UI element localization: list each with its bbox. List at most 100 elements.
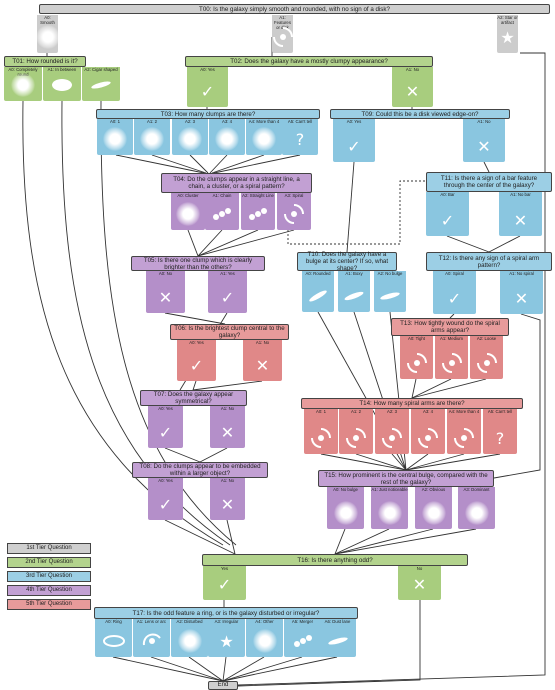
answer-t11-a0[interactable]: A0: Bar✓ xyxy=(426,192,469,236)
answer-t10-a2[interactable]: A2: No bulge xyxy=(374,271,406,312)
answer-t10-a0[interactable]: A0: Rounded xyxy=(302,271,334,312)
answer-t16-a0[interactable]: Yes✓ xyxy=(203,566,246,600)
answer-t09-a0[interactable]: A0: Yes✓ xyxy=(333,119,375,162)
answer-t08-a0[interactable]: A0: Yes✓ xyxy=(148,478,183,520)
cross-icon: ✕ xyxy=(220,423,235,442)
answer-label: No xyxy=(416,566,423,571)
answer-t17-a1[interactable]: A1: Lens or arc xyxy=(133,619,170,657)
answer-t00-a1[interactable]: A1: Features or disk xyxy=(272,15,293,53)
answer-label: A2: Disturbed xyxy=(176,619,203,624)
spiral-arm-icon xyxy=(452,426,476,450)
answer-label: A0: No xyxy=(158,271,173,276)
answer-t13-a0[interactable]: A0: Tight xyxy=(400,336,433,379)
answer-t01-a1[interactable]: A1: In between xyxy=(43,67,81,101)
connector-line xyxy=(237,600,421,687)
question-t08: T08: Do the clumps appear to be embedded… xyxy=(132,462,268,478)
answer-t16-a1[interactable]: No✕ xyxy=(398,566,441,600)
answer-t17-a2[interactable]: A2: Disturbed xyxy=(171,619,208,657)
connector-line xyxy=(483,161,490,173)
answer-t13-a1[interactable]: A1: Medium xyxy=(435,336,468,379)
check-icon: ✓ xyxy=(158,423,173,442)
check-icon: ✓ xyxy=(200,82,215,101)
connector-line xyxy=(334,528,434,555)
connector-line xyxy=(197,229,295,257)
spiral-arm-icon xyxy=(309,426,333,450)
answer-label: A2: Obvious xyxy=(421,487,446,492)
answer-t14-a0[interactable]: A0: 1 xyxy=(304,409,338,454)
connector-line xyxy=(115,154,205,174)
answer-t03-a0[interactable]: A0: 1 xyxy=(97,119,133,155)
legend-tier-2: 2nd Tier Question xyxy=(7,557,91,568)
connector-line xyxy=(411,378,487,399)
answer-t06-a1[interactable]: A1: No✕ xyxy=(243,340,282,381)
question-t14: T14: How many spiral arms are there? xyxy=(301,398,523,409)
connector-line xyxy=(334,528,346,555)
answer-t02-a0[interactable]: A0: Yes ✓ xyxy=(187,67,228,107)
answer-t01-a2[interactable]: A2: Cigar shaped xyxy=(82,67,120,101)
answer-t14-a1[interactable]: A1: 2 xyxy=(339,409,373,454)
answer-t04-a3[interactable]: A3: Spiral xyxy=(277,193,311,230)
answer-label: A1: Medium xyxy=(440,336,463,341)
answer-t09-a1[interactable]: A1: No✕ xyxy=(463,119,505,162)
answer-t15-a0[interactable]: A0: No bulge xyxy=(327,487,364,529)
answer-t08-a1[interactable]: A1: No✕ xyxy=(210,478,245,520)
question-t03: T03: How many clumps are there? xyxy=(96,109,320,119)
connector-line xyxy=(199,447,228,463)
answer-t17-a0[interactable]: A0: Ring xyxy=(95,619,132,657)
answer-t07-a1[interactable]: A1: No ✕ xyxy=(210,406,245,448)
answer-t03-a2[interactable]: A2: 3 xyxy=(172,119,208,155)
answer-t07-a0[interactable]: A0: Yes ✓ xyxy=(148,406,183,448)
answer-t15-a2[interactable]: A2: Obvious xyxy=(415,487,452,529)
smooth-galaxy-icon xyxy=(35,25,60,49)
answer-t12-a0[interactable]: A0: Spiral✓ xyxy=(433,271,476,314)
answer-t05-a0[interactable]: A0: No✕ xyxy=(146,271,185,313)
answer-t17-a6[interactable]: A6: Dust lane xyxy=(319,619,356,657)
answer-label: A1: No bar xyxy=(510,192,531,197)
answer-t13-a2[interactable]: A2: Loose xyxy=(470,336,503,379)
answer-t06-a0[interactable]: A0: Yes✓ xyxy=(177,340,216,381)
answer-label: A1: No xyxy=(405,67,420,72)
answer-label: A1: In between xyxy=(47,67,77,72)
answer-t04-a0[interactable]: A0: Cluster xyxy=(171,193,205,230)
answer-label: A2: No bulge xyxy=(377,271,403,276)
answer-t00-a2[interactable]: A2: Star or artifact★ xyxy=(497,15,518,53)
answer-t12-a1[interactable]: A1: No spiral✕ xyxy=(500,271,543,314)
answer-t02-a1[interactable]: A1: No ✕ xyxy=(392,67,433,107)
answer-t10-a1[interactable]: A1: Boxy xyxy=(338,271,370,312)
answer-t04-a1[interactable]: A1: Chain xyxy=(205,193,239,230)
answer-t03-a4[interactable]: A4: More than 4 xyxy=(246,119,282,155)
answer-t15-a1[interactable]: A1: Just noticeable xyxy=(371,487,408,529)
answer-t17-a5[interactable]: A5: Merger xyxy=(284,619,321,657)
answer-label: A2: Straight Line xyxy=(242,193,274,198)
answer-t03-a1[interactable]: A1: 2 xyxy=(134,119,170,155)
answer-t14-a4[interactable]: A4: More than 4 xyxy=(447,409,481,454)
answer-t15-a3[interactable]: A3: Dominant xyxy=(458,487,495,529)
question-t17: T17: Is the odd feature a ring, or is th… xyxy=(94,607,358,619)
answer-t01-a0[interactable]: A0: Completely round xyxy=(4,67,42,101)
check-icon: ✓ xyxy=(189,356,204,375)
ring-icon xyxy=(102,629,126,653)
cross-icon: ✕ xyxy=(477,137,491,156)
answer-t14-a5[interactable]: A5: Can't tell? xyxy=(483,409,517,454)
legend-tier-5: 5th Tier Question xyxy=(7,599,91,610)
dashed-connector xyxy=(287,180,426,245)
answer-t00-a0[interactable]: A0: Smooth xyxy=(35,15,60,53)
answer-label: A0: Yes xyxy=(200,67,215,72)
answer-t17-a4[interactable]: A4: Other xyxy=(246,619,283,657)
answer-t11-a1[interactable]: A1: No bar✕ xyxy=(499,192,542,236)
answer-t03-a5[interactable]: A5: Can't tell? xyxy=(282,119,318,155)
connector-line xyxy=(346,161,355,253)
answer-t14-a2[interactable]: A2: 3 xyxy=(375,409,409,454)
answer-t04-a2[interactable]: A2: Straight Line xyxy=(241,193,275,230)
answer-label: A5: Merger xyxy=(291,619,314,624)
answer-label: A1: No xyxy=(220,406,235,411)
answer-label: A0: Yes xyxy=(158,406,173,411)
cross-icon: ✕ xyxy=(405,82,420,101)
answer-t03-a3[interactable]: A3: 4 xyxy=(209,119,245,155)
answer-label: A0: No bulge xyxy=(333,487,358,492)
answer-t05-a1[interactable]: A1: Yes✓ xyxy=(208,271,247,313)
connector-line xyxy=(320,453,407,471)
answer-t14-a3[interactable]: A3: 4 xyxy=(411,409,445,454)
answer-t17-a3[interactable]: A3: Irregular★ xyxy=(208,619,245,657)
spiral-arm-icon xyxy=(475,351,499,375)
